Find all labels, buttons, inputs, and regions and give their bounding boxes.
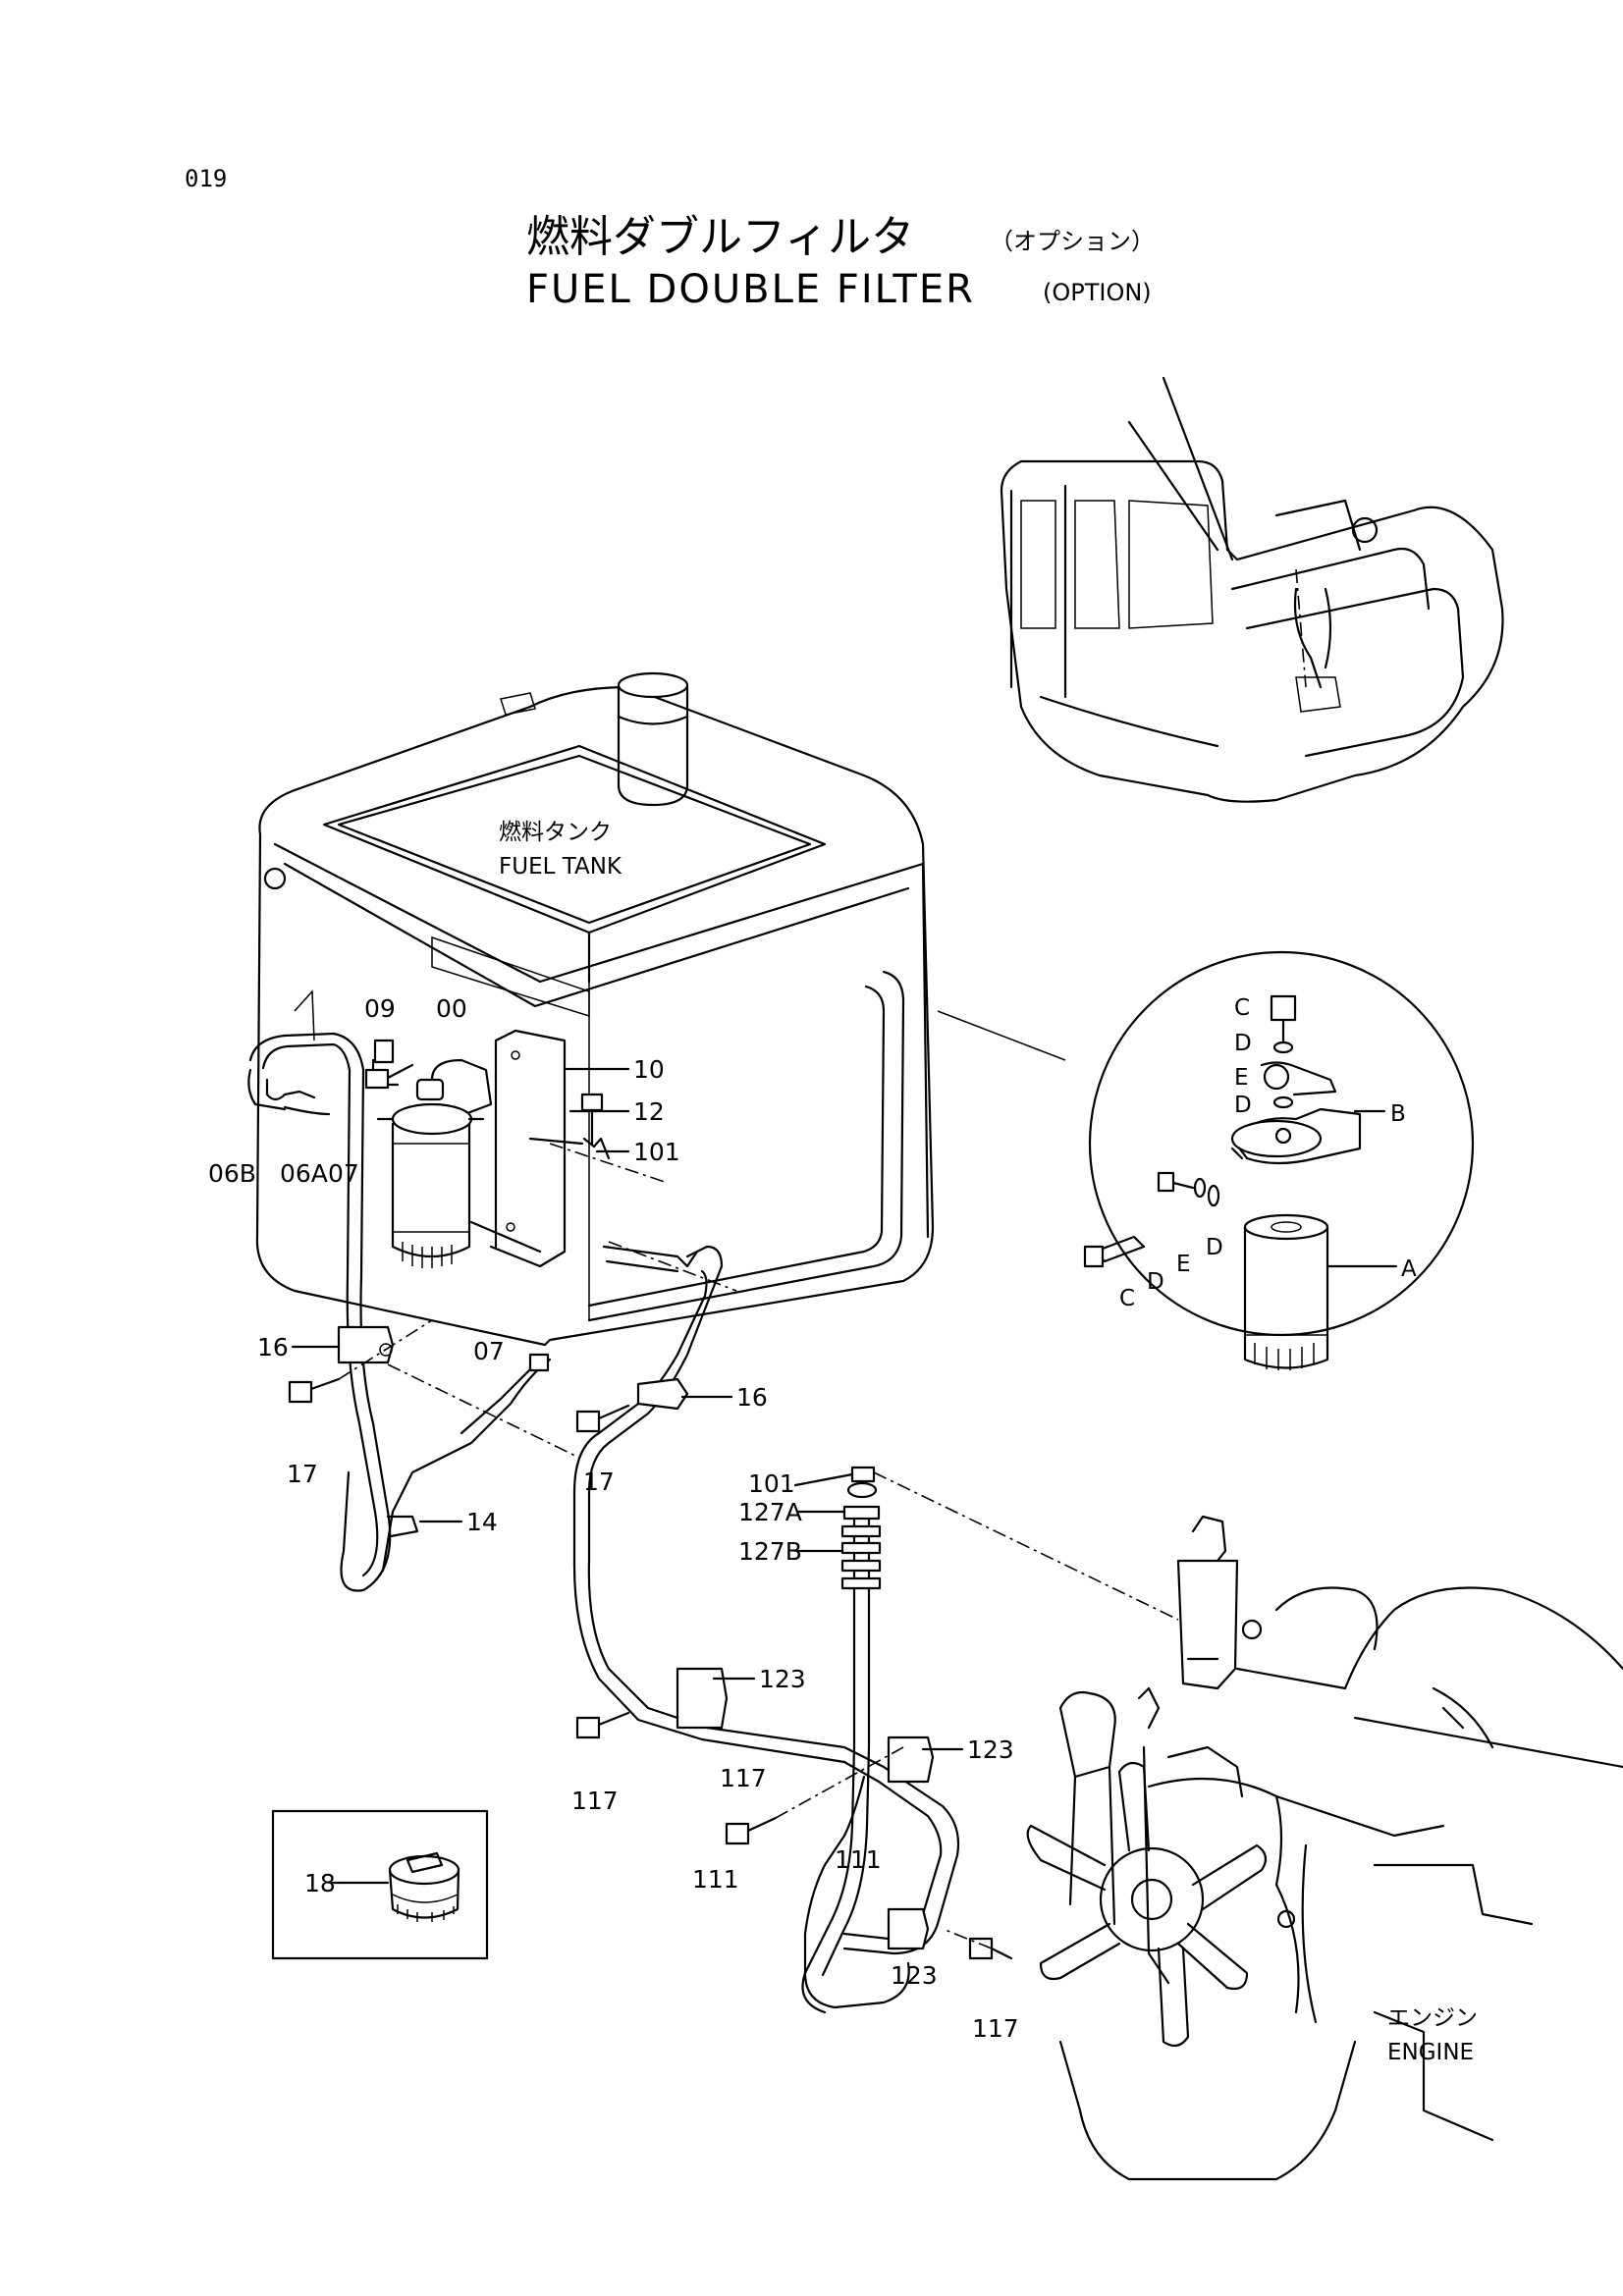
nut-07-mid (528, 1353, 550, 1372)
part-label-117-b: 117 (720, 1764, 767, 1792)
part-label-123-c: 123 (891, 1961, 938, 1990)
fuel-tank-label-en: FUEL TANK (499, 854, 622, 880)
title-japanese: 燃料ダブルフィルタ (526, 212, 914, 262)
callout-leaders (291, 1067, 1398, 1885)
detail-letter-d-top: D (1234, 1031, 1252, 1056)
filter-bracket-assembly (371, 1029, 611, 1268)
page-number: 019 (185, 165, 227, 192)
title-english: FUEL DOUBLE FILTER (526, 267, 975, 312)
part-label-10: 10 (633, 1055, 665, 1084)
fuel-tank-label-jp: 燃料タンク (499, 820, 612, 845)
title-english-sub: (OPTION) (1043, 279, 1152, 306)
part-label-111-b: 111 (692, 1865, 739, 1894)
part-label-07-left: 07 (328, 1159, 359, 1188)
detail-letter-d-bottom-right: D (1206, 1235, 1223, 1260)
part-label-16-left: 16 (257, 1333, 289, 1362)
part-label-06a: 06A (280, 1159, 328, 1188)
part-label-123-a: 123 (759, 1665, 806, 1693)
part-label-127a: 127A (738, 1498, 802, 1526)
detail-letter-e-bottom: E (1176, 1252, 1191, 1277)
part-label-117-a: 117 (571, 1787, 619, 1815)
part-label-101-top: 101 (633, 1138, 680, 1166)
bolt-17-left (288, 1377, 341, 1404)
engine-label-jp: エンジン (1387, 2005, 1478, 2031)
bolt-117-a (575, 1711, 630, 1739)
part-label-111-a: 111 (835, 1845, 882, 1874)
part-label-06b: 06B (208, 1159, 256, 1188)
part-label-14: 14 (466, 1508, 498, 1536)
part-label-101-low: 101 (748, 1469, 795, 1498)
engine-label-en: ENGINE (1387, 2040, 1474, 2065)
filter-detail-view (1083, 950, 1475, 1370)
detail-letter-e-top: E (1234, 1065, 1249, 1091)
part-label-123-b: 123 (967, 1735, 1014, 1764)
part-label-117-c: 117 (972, 2014, 1019, 2043)
fitting-101-low (850, 1466, 876, 1483)
bolts (288, 1063, 1013, 1960)
part-label-127b: 127B (738, 1537, 802, 1566)
inset-filter-wrench (271, 1809, 489, 1960)
part-label-09: 09 (364, 994, 396, 1023)
detail-letter-a: A (1401, 1256, 1417, 1282)
reference-lines (338, 1010, 1179, 1949)
part-number-labels: 09 00 10 12 101 06B 06A 07 07 16 16 17 1… (208, 994, 1019, 2043)
bolt-117-b (725, 1816, 778, 1845)
detail-view-letters: C D E D B A C D E D (1119, 995, 1417, 1311)
bolt-12 (580, 1093, 604, 1146)
fuel-tank-illustration (255, 671, 935, 1347)
part-label-18: 18 (304, 1869, 336, 1897)
engine-illustration (1026, 1515, 1623, 2181)
part-label-00: 00 (436, 994, 467, 1023)
detail-letter-d-bottom-left: D (1147, 1269, 1164, 1295)
part-label-16-right: 16 (736, 1383, 768, 1412)
bolt-17-mid (575, 1404, 630, 1433)
part-label-07-mid: 07 (473, 1337, 505, 1365)
excavator-overview-illustration (1000, 376, 1504, 803)
detail-letter-b: B (1390, 1101, 1406, 1127)
detail-letter-c-top: C (1234, 995, 1250, 1021)
part-label-17-mid: 17 (583, 1468, 615, 1496)
detail-letter-c-bottom: C (1119, 1286, 1135, 1311)
part-label-17-left: 17 (287, 1460, 318, 1488)
title-japanese-sub: （オプション） (990, 228, 1155, 255)
part-label-12: 12 (633, 1097, 665, 1126)
bolt-09 (364, 1063, 414, 1090)
detail-letter-d-mid: D (1234, 1093, 1252, 1118)
